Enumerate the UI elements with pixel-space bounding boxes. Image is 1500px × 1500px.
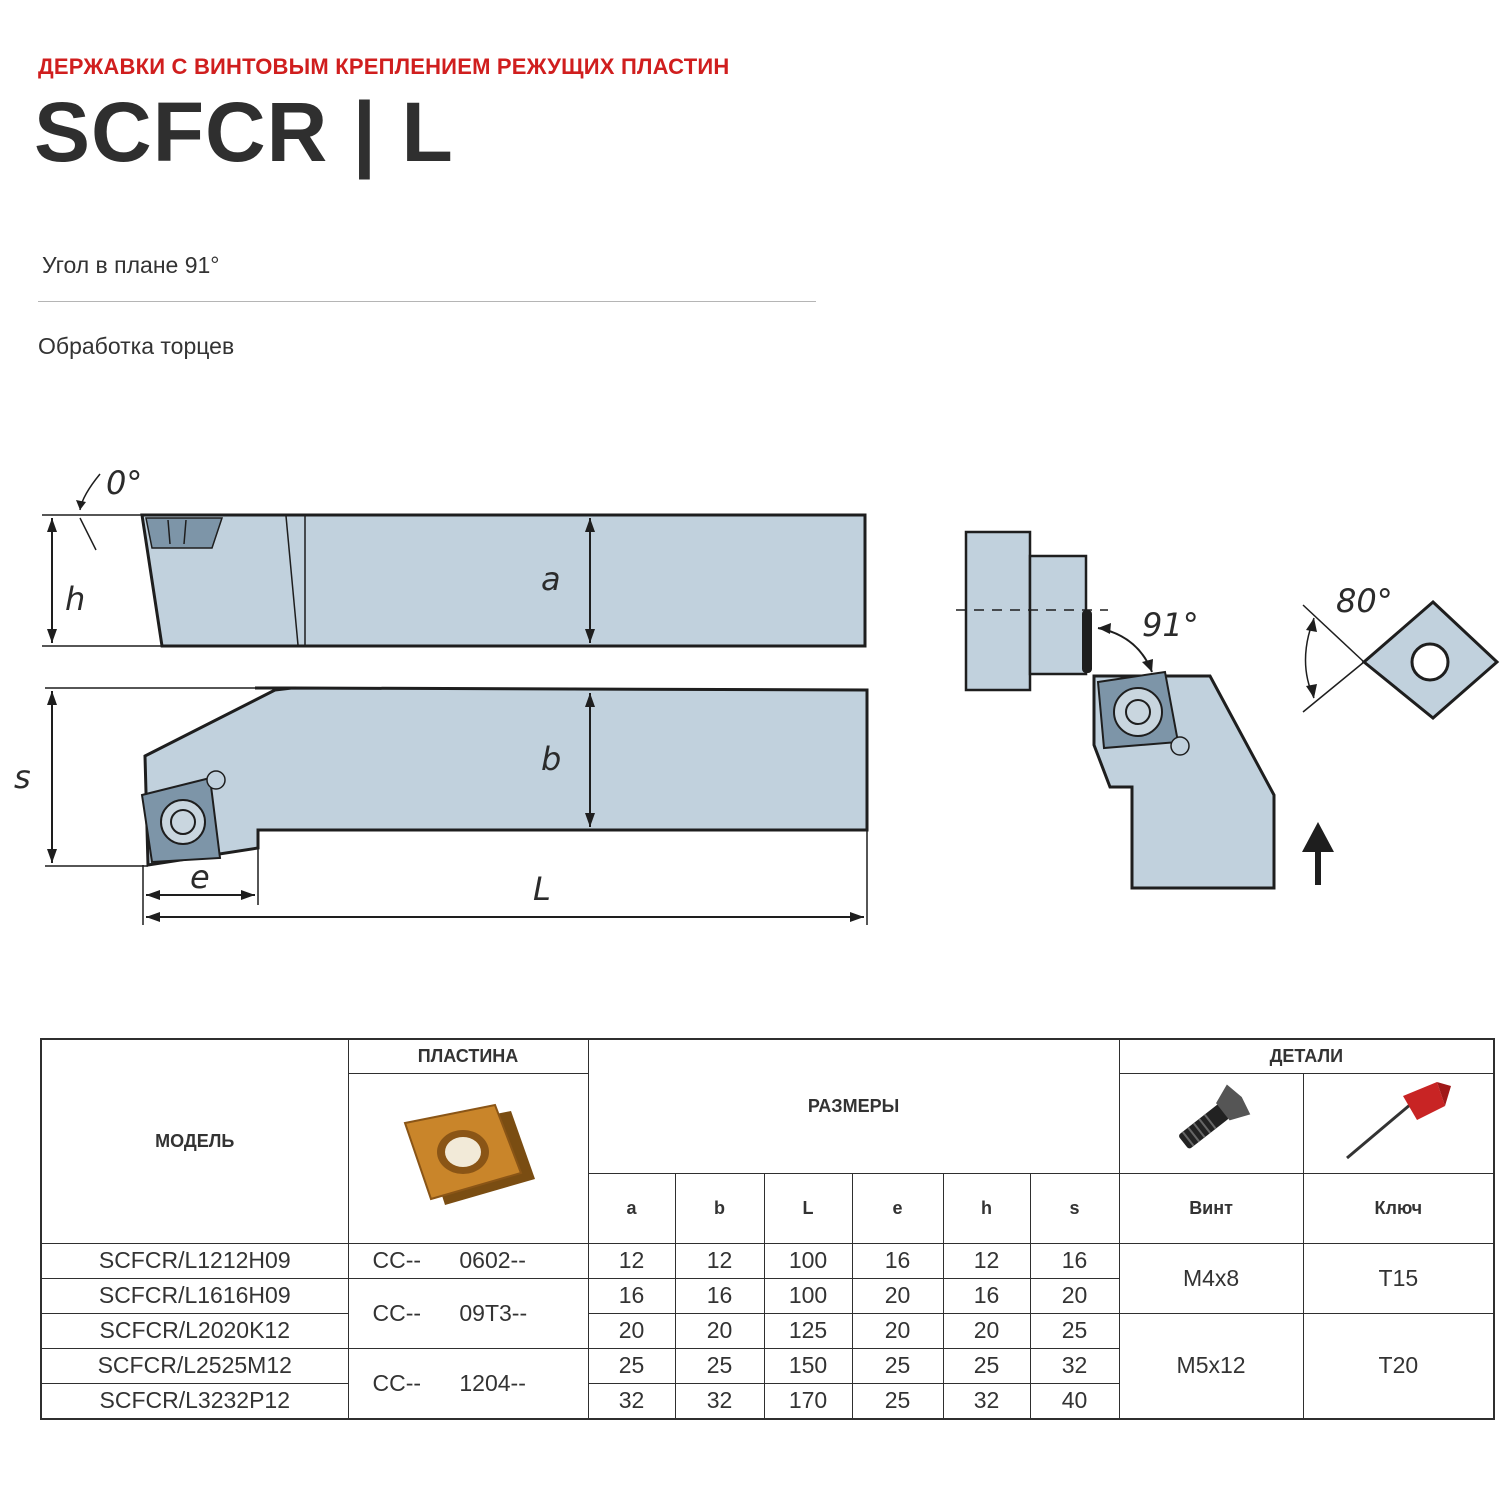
key-image-cell (1302, 1072, 1495, 1174)
label-rake-angle: 0° (106, 464, 142, 502)
dim-col-e: e (851, 1172, 944, 1244)
cell-insert: CC-- 0602-- (347, 1242, 589, 1279)
cell-a: 12 (587, 1242, 676, 1279)
side-view: h 0° a (42, 464, 867, 648)
divider (38, 301, 816, 302)
table-row: SCFCR/L1616H09 CC-- 09T3-- 16 16 100 20 … (40, 1277, 1494, 1349)
cell-s: 32 (1029, 1347, 1120, 1384)
page-title: SCFCR | L (34, 85, 454, 179)
cell-a: 32 (587, 1382, 676, 1419)
table-row: SCFCR/L2525M12 CC-- 1204-- 25 25 150 25 … (40, 1347, 1494, 1419)
cell-e: 25 (851, 1382, 944, 1419)
header-details: ДЕТАЛИ (1118, 1038, 1495, 1074)
cell-h: 20 (942, 1312, 1031, 1349)
label-s: s (14, 758, 31, 796)
insert-detail: 80° (1302, 582, 1500, 720)
cell-screw: M5x12 (1118, 1312, 1304, 1419)
header-model: МОДЕЛЬ (40, 1038, 349, 1244)
cell-insert: CC-- 09T3-- (347, 1277, 589, 1349)
label-e: e (190, 858, 210, 896)
cell-a: 25 (587, 1347, 676, 1384)
header-screw: Винт (1118, 1172, 1304, 1244)
dim-col-b: b (674, 1172, 765, 1244)
tool-drawing: h 0° a s b (14, 464, 1500, 925)
cell-b: 12 (674, 1242, 765, 1279)
table-row: SCFCR/L2020K12 20 20 125 20 20 25 M5x12 … (40, 1312, 1495, 1419)
cell-h: 16 (942, 1277, 1031, 1314)
header-key: Ключ (1302, 1172, 1495, 1244)
dim-col-h: h (942, 1172, 1031, 1244)
spec-table: МОДЕЛЬ ПЛАСТИНА РАЗМЕРЫ ДЕТАЛИ (40, 1038, 1496, 1420)
torx-key-icon (1346, 1081, 1452, 1159)
approach-angle-text: Угол в плане 91° (42, 252, 220, 278)
screw-icon (1179, 1083, 1251, 1148)
cell-b: 32 (674, 1382, 765, 1419)
cell-L: 100 (763, 1277, 853, 1314)
cell-key: T20 (1302, 1312, 1495, 1419)
screw-image-cell (1118, 1072, 1304, 1174)
cell-s: 20 (1029, 1277, 1120, 1314)
label-L: L (533, 870, 551, 908)
cell-key: T15 (1302, 1242, 1495, 1314)
top-view: s b e L (14, 686, 869, 925)
dim-col-s: s (1029, 1172, 1120, 1244)
label-b: b (541, 740, 561, 778)
table-row: SCFCR/L1212H09 CC-- 0602-- 12 12 100 16 … (40, 1242, 1495, 1314)
label-h: h (65, 580, 85, 618)
header-dimensions: РАЗМЕРЫ (587, 1038, 1120, 1174)
cell-s: 40 (1029, 1382, 1120, 1419)
cell-h: 12 (942, 1242, 1031, 1279)
cell-h: 32 (942, 1382, 1031, 1419)
header-insert: ПЛАСТИНА (347, 1038, 589, 1074)
operation-view: 91° (956, 530, 1334, 890)
cell-a: 16 (587, 1277, 676, 1314)
cell-model: SCFCR/L3232P12 (40, 1382, 349, 1419)
dim-col-L: L (763, 1172, 853, 1244)
cell-insert: CC-- 1204-- (347, 1347, 589, 1419)
cell-L: 125 (763, 1312, 853, 1349)
cell-L: 170 (763, 1382, 853, 1419)
cell-s: 16 (1029, 1242, 1120, 1279)
cell-model: SCFCR/L2020K12 (40, 1312, 349, 1349)
label-a: a (541, 560, 561, 598)
cell-b: 25 (674, 1347, 765, 1384)
cell-e: 20 (851, 1312, 944, 1349)
label-insert-angle: 80° (1336, 582, 1393, 620)
insert-image-cell (347, 1072, 589, 1244)
cell-e: 16 (851, 1242, 944, 1279)
cell-L: 100 (763, 1242, 853, 1279)
cell-h: 25 (942, 1347, 1031, 1384)
cell-a: 20 (587, 1312, 676, 1349)
table-row: SCFCR/L3232P12 32 32 170 25 32 40 (40, 1382, 1494, 1419)
application-text: Обработка торцев (38, 333, 235, 359)
cell-L: 150 (763, 1347, 853, 1384)
cell-b: 16 (674, 1277, 765, 1314)
cell-model: SCFCR/L1616H09 (40, 1277, 349, 1314)
cell-model: SCFCR/L1212H09 (40, 1242, 349, 1279)
cell-b: 20 (674, 1312, 765, 1349)
cell-screw: M4x8 (1118, 1242, 1304, 1314)
cell-e: 25 (851, 1347, 944, 1384)
cell-model: SCFCR/L2525M12 (40, 1347, 349, 1384)
cell-e: 20 (851, 1277, 944, 1314)
insert-image (403, 1103, 535, 1205)
cell-s: 25 (1029, 1312, 1120, 1349)
catalog-supertitle: ДЕРЖАВКИ С ВИНТОВЫМ КРЕПЛЕНИЕМ РЕЖУЩИХ П… (38, 54, 730, 79)
label-approach-angle: 91° (1142, 606, 1199, 644)
dim-col-a: a (587, 1172, 676, 1244)
